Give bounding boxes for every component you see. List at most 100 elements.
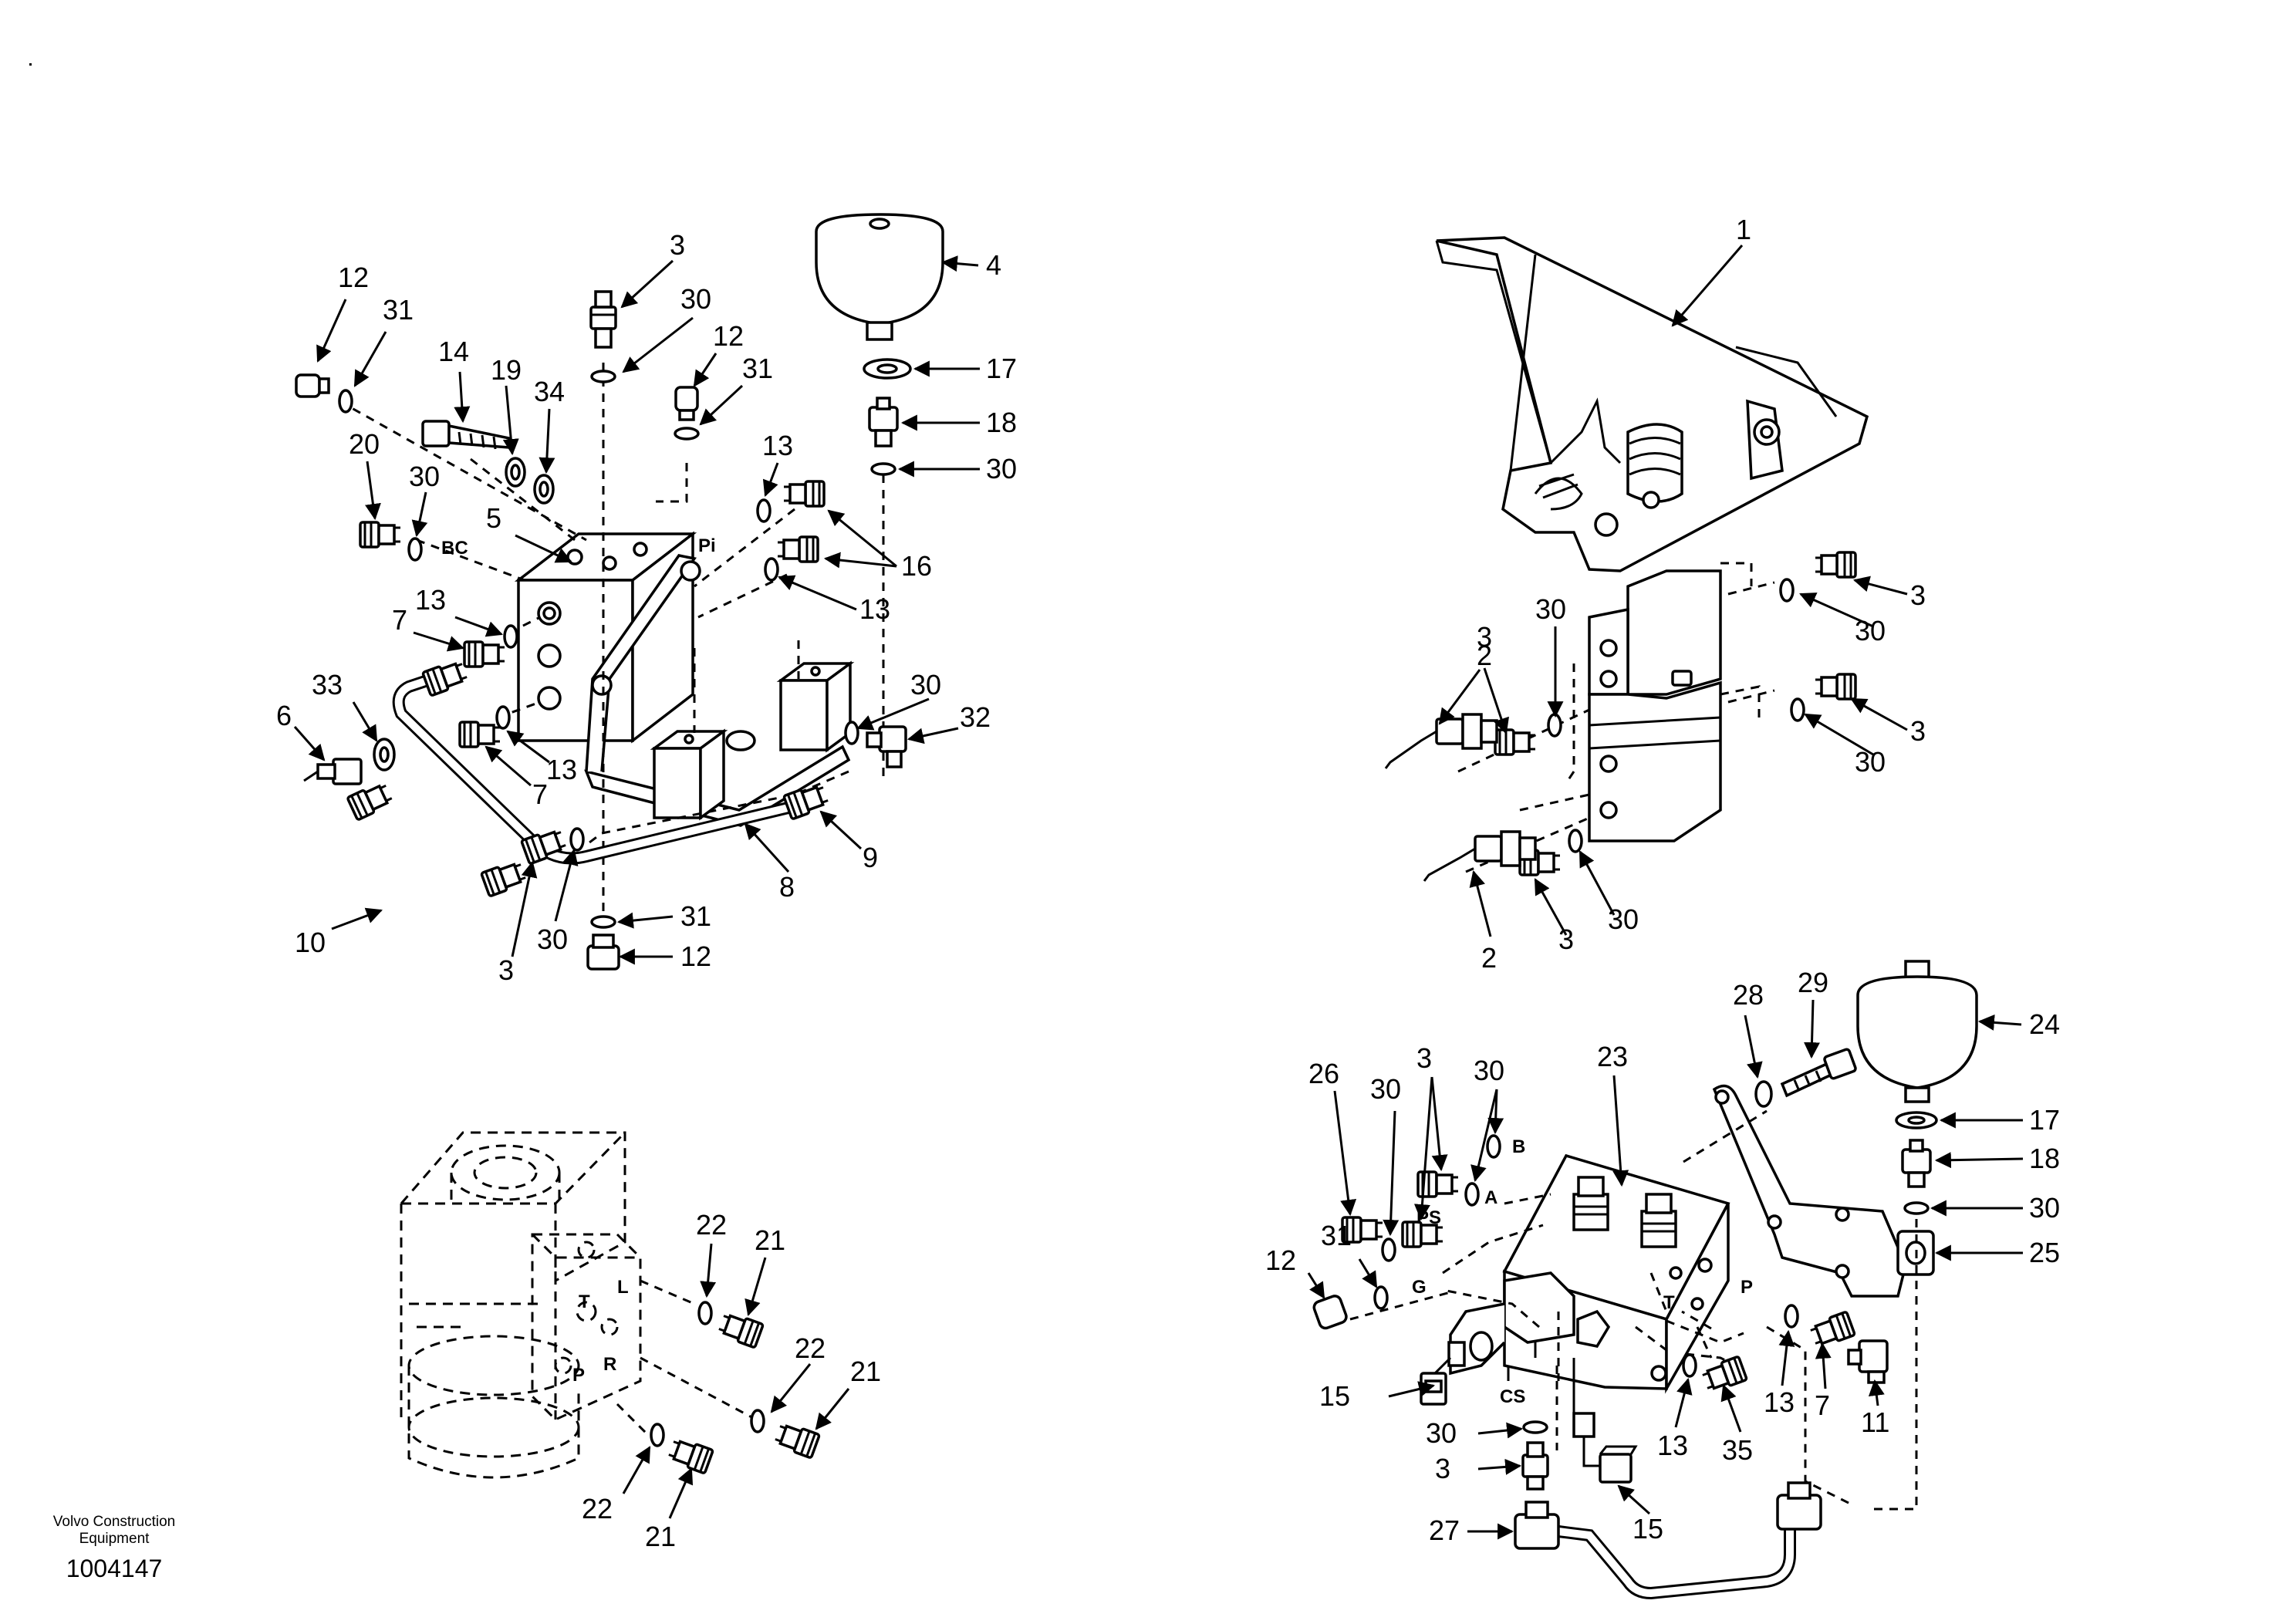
callout-number-b30b: 30 [1535,593,1566,625]
callout-number-d27: 27 [1429,1514,1460,1546]
fitting-3-right-mid [1814,673,1857,701]
washer-28 [1754,1080,1773,1108]
callout-number-b3b: 3 [1477,621,1492,653]
callout-number-d24: 24 [2029,1008,2060,1040]
callout-number-a12: 12 [338,262,369,293]
plug-12-top [295,373,330,398]
oring-13-c [503,624,518,649]
callout-number-a3b: 3 [498,954,514,986]
fitting-7-a [463,640,506,668]
accumulator-24 [1856,960,1978,1103]
oring-30-e [1381,1237,1396,1262]
spacer-block-left [650,728,728,821]
callout-numbers-a: 12 31 14 19 34 3 30 12 31 4 17 18 30 20 … [276,229,1017,986]
callout-number-d35: 35 [1722,1434,1753,1466]
callout-number-d15: 15 [1319,1380,1350,1412]
steering-unit-assembly: T L R P 22 21 22 21 22 21 [400,1131,881,1552]
callout-number-d13: 13 [1657,1430,1688,1461]
callout-number-b1: 1 [1736,214,1751,245]
callout-number-c22b: 22 [795,1332,826,1364]
hose-10 [297,779,529,932]
port-label-t: T [579,1291,590,1312]
sensor-6 [303,758,363,785]
callout-number-b3: 3 [1910,579,1926,611]
callout-number-b2: 2 [1477,640,1492,671]
callout-number-a8: 8 [779,871,795,903]
oring-22-b [750,1409,765,1433]
port-label-bc: BC [441,538,468,559]
callout-number-a7: 7 [392,604,407,636]
callout-number-a13: 13 [762,430,793,461]
plug-12-mid [674,386,699,421]
callout-number-d18: 18 [2029,1143,2060,1174]
oring-22-a [697,1301,713,1325]
callout-number-a31b: 31 [742,353,773,384]
port-label-l: L [617,1277,629,1298]
fitting-7-b [458,721,501,748]
callout-number-a30c: 30 [409,461,440,492]
oring-22-c [650,1423,665,1447]
callout-number-b3c: 3 [1910,715,1926,747]
port-label-cs: CS [1500,1386,1525,1407]
callout-number-a30: 30 [680,283,711,315]
callout-number-a9: 9 [863,842,878,873]
callout-number-a7b: 7 [532,778,548,810]
callout-number-d13b: 13 [1764,1386,1795,1418]
callout-number-a10: 10 [295,927,326,958]
port-label-a: A [1484,1187,1497,1208]
callout-number-d11: 11 [1861,1406,1889,1438]
company-name-line2: Equipment [79,1531,150,1547]
oring-30-a [590,370,616,383]
spacer-block-right [776,660,855,753]
fitting-21-a [715,1309,765,1349]
callout-number-a19: 19 [491,354,522,386]
port-label-g: G [1412,1277,1427,1298]
callout-leaders-b [1438,245,1908,937]
footer-block: Volvo Construction Equipment 1004147 [53,1514,175,1582]
callout-leaders-c [622,1243,850,1519]
oring-30-bc [407,537,423,562]
callout-number-b2b: 2 [1481,942,1497,974]
callout-number-d30b: 30 [1474,1055,1504,1086]
callout-number-a12b: 12 [713,320,744,352]
callout-number-a32: 32 [960,701,991,733]
oring-13-e [1682,1353,1697,1378]
callout-number-b3d: 3 [1558,923,1574,955]
fitting-7-c [1807,1310,1857,1350]
callout-number-c21: 21 [755,1224,785,1256]
callout-number-d12: 12 [1265,1244,1296,1276]
callout-number-d30: 30 [1370,1073,1401,1105]
fitting-16-a [782,480,826,508]
oring-13-a [756,498,772,523]
callout-number-a13b: 13 [859,593,890,625]
oring-30 [870,462,896,476]
callout-number-d3b: 3 [1435,1453,1450,1484]
callout-number-d23: 23 [1597,1041,1628,1072]
accumulator-4 [815,213,944,341]
bracket-8 [584,554,851,827]
callout-number-d30c: 30 [2029,1192,2060,1224]
callout-number-c21c: 21 [645,1521,676,1552]
elbow-11 [1847,1339,1889,1384]
callout-number-a17: 17 [986,353,1017,384]
callout-number-a31: 31 [383,294,414,326]
oring-31-top [338,389,353,414]
oring-30-left-bottom [1568,829,1583,853]
callout-number-a30d: 30 [910,669,941,701]
oring-30-c [569,827,585,852]
adapter-18 [868,397,899,447]
callout-number-a34: 34 [534,376,565,407]
pipe-27 [1514,1481,1822,1600]
callout-number-a13d: 13 [546,754,577,785]
oring-30-d [1903,1201,1930,1215]
fitting-21-b [772,1420,822,1460]
callout-number-d15b: 15 [1633,1513,1663,1545]
port-label-p: P [572,1365,585,1386]
pedal-valve-assembly: 1 3 30 2 3 30 3 30 2 3 30 [1384,214,1926,974]
pilot-block-assembly: BC Pi [276,213,1017,986]
callout-number-d17: 17 [2029,1104,2060,1136]
oring-31-mid [674,427,700,441]
callout-number-c21b: 21 [850,1356,881,1387]
callout-number-d7: 7 [1815,1389,1830,1421]
port-label-r: R [603,1354,616,1375]
